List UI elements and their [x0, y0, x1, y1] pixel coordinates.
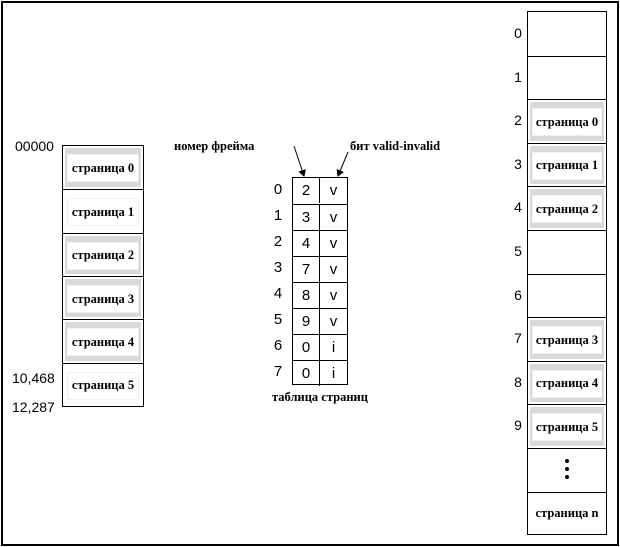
frame-index: 1 [514, 68, 522, 85]
valid-bit-arrow [336, 151, 349, 177]
frame-last: страница n [528, 491, 606, 534]
frame-3: страница 1 [528, 142, 606, 187]
page-index: 6 [273, 337, 283, 354]
address-start: 00000 [15, 138, 54, 154]
frame-number-cell: 4 [293, 231, 320, 256]
valid-bit-cell: i [331, 339, 336, 356]
frame-6 [528, 273, 606, 318]
frame-2: страница 0 [528, 99, 606, 143]
valid-invalid-label: бит valid-invalid [350, 139, 441, 153]
frame-page-label: страница 3 [532, 326, 602, 355]
page-index: 0 [273, 181, 283, 198]
frame-index: 0 [514, 25, 522, 41]
address-end: 12,287 [12, 399, 55, 415]
frame-index: 7 [514, 330, 522, 347]
logical-page-3: страница 3 [63, 276, 143, 319]
frame-page-label: страница 4 [532, 369, 602, 398]
frame-9: страница 5 [528, 404, 606, 448]
logical-page-label: страница 0 [67, 154, 139, 182]
logical-page-label: страница 4 [67, 328, 139, 357]
physical-memory: страница 0 страница 1 страница 2 страница 3… [527, 11, 607, 535]
valid-bit-cell: v [329, 209, 338, 226]
frame-4: страница 2 [528, 186, 606, 230]
frame-number-cell: 7 [293, 257, 320, 282]
address-mid: 10,468 [12, 370, 55, 386]
page-index: 2 [273, 233, 283, 250]
frame-index: 2 [514, 112, 522, 129]
logical-page-4: страница 4 [63, 319, 143, 362]
frame-page-label: страница 1 [532, 151, 602, 180]
frame-number-cell: 3 [293, 205, 320, 230]
ellipsis-dot [565, 475, 569, 479]
logical-page-label: страница 5 [67, 371, 139, 400]
valid-bit-cell: i [331, 365, 336, 382]
page-index: 4 [273, 285, 283, 302]
frame-index: 3 [514, 155, 522, 172]
frame-8: страница 4 [528, 360, 606, 405]
valid-bit-cell: v [329, 182, 338, 199]
logical-page-label: страница 2 [67, 241, 139, 270]
page-index: 1 [273, 207, 283, 224]
frame-7: страница 3 [528, 317, 606, 361]
frame-5 [528, 230, 606, 274]
frame-number-cell: 9 [293, 309, 320, 334]
valid-bit-cell: v [329, 261, 338, 278]
frame-index: 6 [514, 286, 522, 303]
logical-page-label: страница 1 [67, 198, 139, 227]
valid-bit-cell: v [329, 313, 338, 330]
frame-page-label: страница n [532, 500, 602, 527]
frame-page-label: страница 5 [532, 413, 602, 442]
page-index: 3 [273, 259, 283, 276]
frame-number-cell: 0 [293, 361, 320, 386]
frame-page-label: страница 0 [532, 108, 602, 137]
valid-bit-cell: v [329, 235, 338, 252]
frame-number-cell: 8 [293, 283, 320, 308]
frame-page-label: страница 2 [532, 195, 602, 224]
logical-page-2: страница 2 [63, 232, 143, 276]
logical-page-label: страница 3 [67, 285, 139, 313]
frame-number-label: номер фрейма [174, 139, 255, 153]
valid-bit-cell: v [329, 287, 338, 304]
logical-page-1: страница 1 [63, 189, 143, 232]
frame-number-cell: 2 [293, 178, 320, 203]
logical-page-0: страница 0 [63, 146, 143, 189]
page-index: 7 [273, 363, 283, 380]
frame-index: 8 [514, 373, 522, 390]
frame-number-cell: 0 [293, 335, 320, 360]
frame-number-arrow [293, 145, 306, 177]
ellipsis-dot [565, 467, 569, 471]
frame-0 [528, 12, 606, 56]
page-table-caption: таблица страниц [272, 390, 368, 404]
frame-1 [528, 55, 606, 100]
frame-index: 4 [514, 199, 522, 216]
logical-page-5: страница 5 [63, 362, 143, 406]
ellipsis-dot [565, 459, 569, 463]
frame-index: 9 [514, 417, 522, 434]
frame-index: 5 [514, 243, 522, 259]
logical-memory: страница 0 страница 1 страница 2 страница 3… [62, 145, 144, 407]
page-index: 5 [273, 311, 283, 328]
ellipsis-cell [528, 448, 606, 492]
